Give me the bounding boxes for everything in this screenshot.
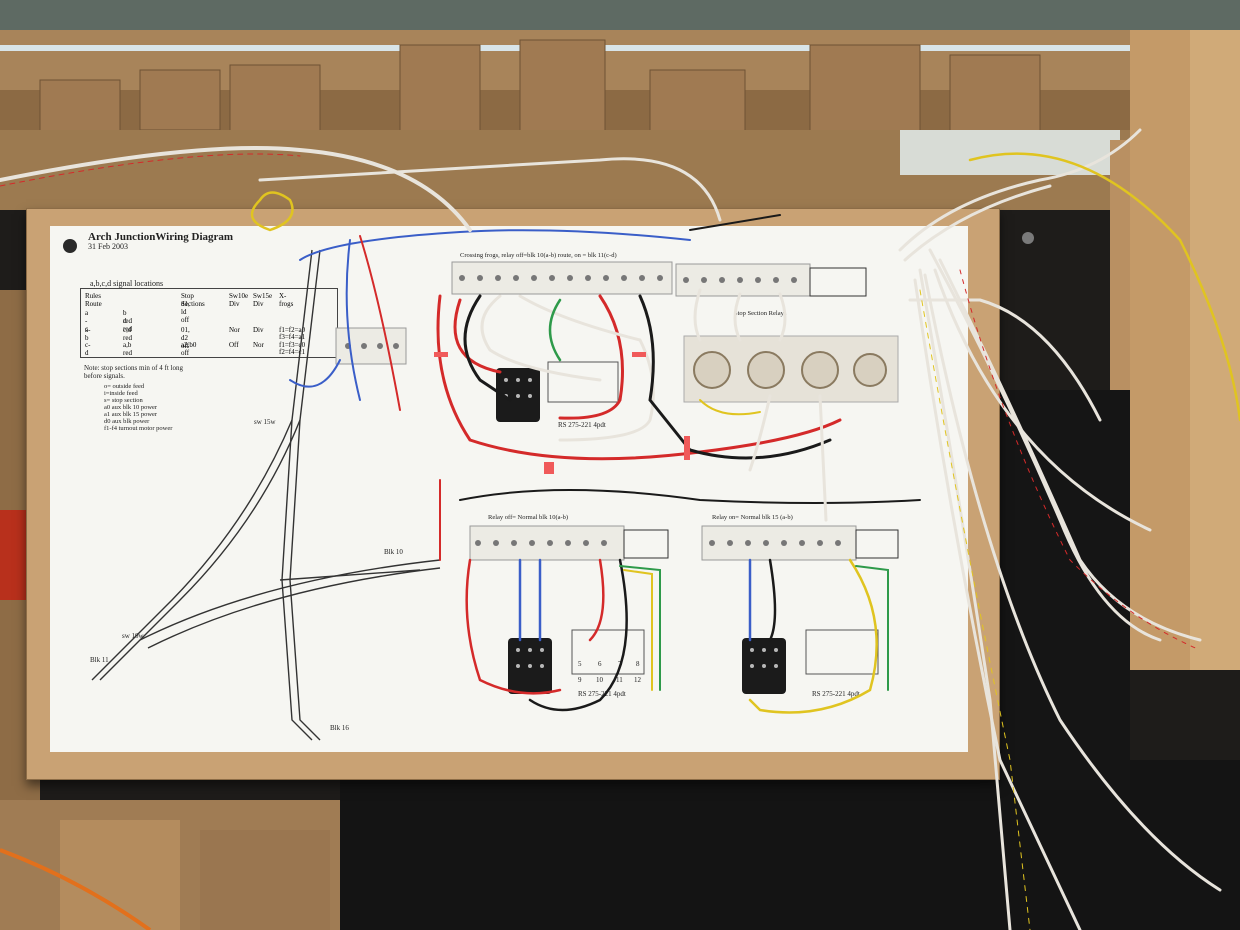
- pin-label: 11: [616, 676, 623, 684]
- table-cell: c-d: [85, 341, 91, 357]
- section-label-right-lower: Relay on= Normal blk 15 (a-b): [712, 514, 793, 521]
- table-cell: Off: [229, 341, 239, 349]
- pin-label: 6: [598, 660, 602, 668]
- track-label-blk10: Blk 10: [384, 548, 403, 556]
- track-label-blk16: Blk 16: [330, 724, 349, 732]
- table-subheader-cell: Div: [229, 300, 240, 308]
- signal-locations-heading: a,b,c,d signal locations: [90, 279, 164, 288]
- legend-item: d0 aux blk power: [104, 418, 150, 425]
- wires: [0, 128, 1240, 930]
- legend-item: f1-f4 turnout motor power: [104, 425, 173, 432]
- legend-item: a0 aux blk 10 power: [104, 404, 158, 411]
- table-header-cell: Rules: [85, 292, 101, 300]
- table-header-cell: Stop Sections: [181, 292, 205, 308]
- table-cell: c,d red: [123, 326, 132, 342]
- table-cell: a - c: [85, 309, 89, 333]
- track-drawing: [91, 249, 441, 741]
- table-cell: f3=f4=a1: [279, 333, 306, 341]
- table-cell: Nor: [229, 326, 240, 334]
- table-cell: d red: [123, 317, 132, 333]
- terminal-strip-top-left: [451, 261, 673, 295]
- pin-label: 9: [578, 676, 582, 684]
- table-subheader-cell: d1, ld off: [181, 300, 190, 324]
- track-label-sw15w: sw 15w: [254, 418, 276, 426]
- diagram-title: Arch JunctionWiring Diagram: [88, 231, 234, 243]
- relay-label-lower-left: RS 275-221 4pdt: [578, 690, 626, 698]
- signal-table: Rules Stop Sections Sw10e Sw15e X-frogs …: [80, 288, 338, 358]
- pin-label: 8: [636, 660, 640, 668]
- table-cell: f1=f2=a0: [279, 326, 306, 334]
- note-line: Note: stop sections min of 4 ft long: [84, 364, 183, 372]
- table-cell: a2,b0 off: [181, 341, 197, 357]
- section-label-stop-sections: Stop Section Relays: [734, 310, 787, 317]
- pin-label: 5: [578, 660, 582, 668]
- table-subheader-cell: Route: [85, 300, 102, 308]
- note-line: before signals.: [84, 372, 125, 380]
- legend-item: o= outside feed: [104, 383, 145, 390]
- section-label-frogs: Crossing frogs, relay off=blk 10(a-b) ro…: [460, 252, 617, 259]
- track-label-blk11: Blk 11: [90, 656, 109, 664]
- stop-section-relays: [683, 335, 899, 403]
- section-label-left-lower: Relay off= Normal blk 10(a-b): [488, 514, 569, 521]
- notes: Note: stop sections min of 4 ft long bef…: [84, 364, 183, 380]
- diagram-date: 31 Feb 2003: [88, 242, 128, 251]
- table-cell: Nor: [253, 341, 264, 349]
- relay-label-upper-left: RS 275-221 4pdt: [558, 421, 606, 429]
- table-header-cell: Sw10e: [229, 292, 249, 300]
- mounting-screw: [63, 239, 77, 253]
- legend-item: i=inside feed: [104, 390, 138, 397]
- table-header-cell: Sw15e: [253, 292, 273, 300]
- table-cell: a-b: [85, 326, 91, 342]
- relay-label-lower-right: RS 275-221 4pdt: [812, 690, 860, 698]
- legend: o= outside feed i=inside feed s= stop se…: [104, 383, 172, 432]
- mounting-screw: [1022, 232, 1034, 244]
- track-label-sw10w: sw 10w: [122, 632, 144, 640]
- relay-pin-grid: [547, 361, 879, 675]
- table-header-cell: X-frogs: [279, 292, 294, 308]
- legend-item: s= stop section: [104, 397, 143, 404]
- table-cell: a,b red: [123, 341, 132, 357]
- pin-label: 10: [596, 676, 603, 684]
- terminal-strip-lower-right: [701, 525, 899, 561]
- table-cell: 01, d2 off: [181, 326, 190, 350]
- pin-label: 12: [634, 676, 641, 684]
- table-cell: Div: [253, 326, 264, 334]
- cable-ties: [434, 352, 690, 474]
- table-cell: f1=f3=c0: [279, 341, 306, 349]
- table-subheader-cell: Div: [253, 300, 264, 308]
- table-cell: f2=f4=c1: [279, 348, 306, 356]
- terminal-screws: [345, 275, 841, 546]
- table-cell: b red: [123, 309, 132, 325]
- legend-item: a1 aux blk 15 power: [104, 411, 158, 418]
